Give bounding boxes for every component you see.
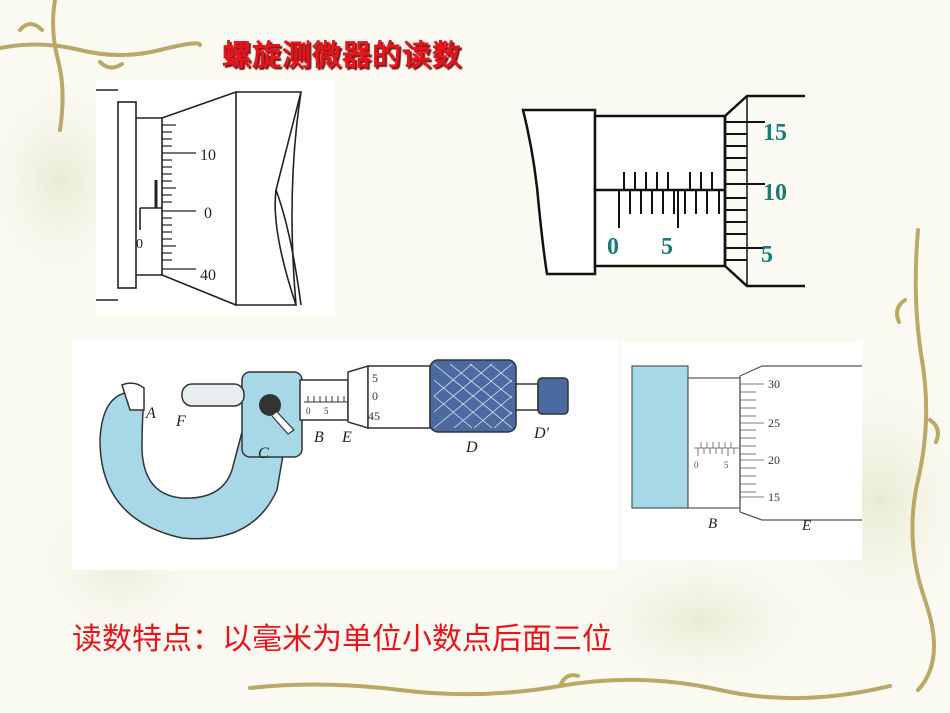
thimble-label-10: 10 <box>200 147 216 164</box>
thimble-label-15: 15 <box>763 120 787 146</box>
part-label-b: B <box>708 516 717 532</box>
part-label-d-prime: D′ <box>533 425 550 442</box>
reading-feature-caption: 读数特点：以毫米为单位小数点后面三位 <box>72 622 612 657</box>
thimble-scale <box>162 124 196 270</box>
vine-decoration-top <box>0 0 202 132</box>
thimble-label-15: 15 <box>768 490 780 504</box>
sleeve-scale <box>694 442 740 456</box>
part-label-e: E <box>801 518 811 534</box>
part-label-c: C <box>258 445 269 462</box>
thimble-label-0: 0 <box>204 205 212 222</box>
thimble-scale <box>725 121 765 261</box>
reading-closeup-figure: 0 5 30 25 20 15 B E <box>622 342 862 560</box>
thimble-label-0: 0 <box>372 389 378 403</box>
part-label-f: F <box>175 413 186 430</box>
sleeve-label-5: 5 <box>324 406 329 416</box>
thimble-label-20: 20 <box>768 453 780 467</box>
thimble-label-25: 25 <box>768 416 780 430</box>
thimble-scale <box>740 383 764 498</box>
micrometer-full-figure: 0 5 5 0 45 A F C B E D D′ <box>72 340 618 570</box>
part-label-d: D <box>465 439 478 456</box>
vine-decoration-right <box>895 228 940 692</box>
sleeve-label-5: 5 <box>724 460 729 470</box>
thimble-label-5: 5 <box>372 371 378 385</box>
slide-title: 螺旋测微器的读数 <box>222 38 463 72</box>
sleeve-label-5: 5 <box>661 234 673 260</box>
knurl-pattern <box>433 363 513 429</box>
thimble-label-30: 30 <box>768 377 780 391</box>
part-label-e: E <box>341 429 352 446</box>
sleeve-label-0: 0 <box>136 237 143 252</box>
sleeve-scale <box>618 172 720 228</box>
sleeve-label-0: 0 <box>607 234 619 260</box>
part-label-a: A <box>145 405 156 422</box>
vine-decoration-bottom <box>248 673 892 701</box>
thimble-label-10: 10 <box>763 180 787 206</box>
micrometer-frame <box>99 391 288 540</box>
sleeve-label-0: 0 <box>306 406 311 416</box>
thimble-label-5: 5 <box>761 242 773 268</box>
thimble-label-40: 40 <box>200 267 216 284</box>
sleeve-label-0: 0 <box>694 460 699 470</box>
micrometer-scale-figure: 15 10 5 0 5 <box>515 88 805 298</box>
part-label-b: B <box>314 429 324 446</box>
micrometer-closeup-figure: 10 0 40 0 <box>96 80 334 315</box>
thimble-label-45: 45 <box>368 409 380 423</box>
sleeve-scale <box>304 396 348 403</box>
